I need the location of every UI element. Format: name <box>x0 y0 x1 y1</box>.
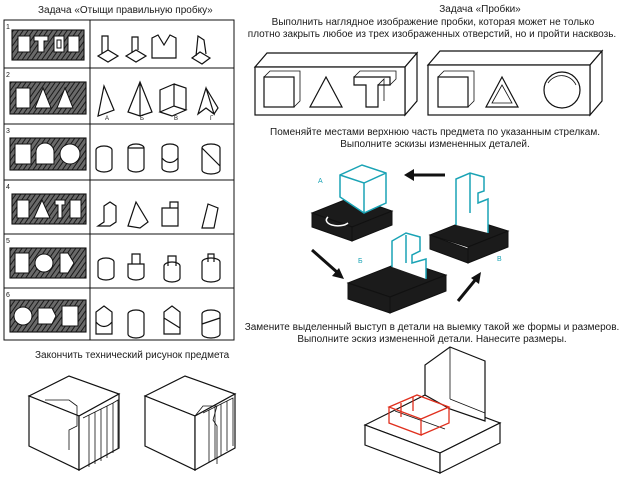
option-shape <box>96 35 120 63</box>
plate-left <box>253 51 419 117</box>
row-4 <box>11 193 219 229</box>
task1-title: Задача «Отыщи правильную пробку» <box>38 5 213 16</box>
arrow-down-right-icon <box>311 248 344 279</box>
row-1 <box>11 29 212 65</box>
arrow-left-icon <box>404 169 445 181</box>
row-2 <box>9 80 219 117</box>
cube-left <box>27 375 121 472</box>
cube-sketches <box>27 375 237 472</box>
row-3 <box>9 137 221 175</box>
row-number: 6 <box>6 292 10 299</box>
option-shape <box>96 201 117 227</box>
option-shape <box>201 143 221 175</box>
plate-right <box>426 49 604 117</box>
swap-parts-drawing <box>310 164 510 314</box>
option-letter: В <box>174 116 179 122</box>
task5-title: Закончить технический рисунок предмета <box>35 350 230 361</box>
row-number: 2 <box>6 72 10 79</box>
option-shape <box>190 34 212 65</box>
highlighted-protrusion <box>387 394 451 436</box>
part-label-v: В <box>497 256 502 263</box>
option-shape <box>201 253 221 283</box>
option-shape <box>163 255 181 283</box>
option-shape <box>127 143 145 173</box>
part-a <box>310 164 394 242</box>
option-shape <box>127 80 153 117</box>
protrusion-part <box>363 346 502 474</box>
part-b <box>346 232 448 314</box>
row-5 <box>9 247 221 283</box>
option-shape <box>201 203 219 229</box>
option-shape <box>158 83 188 117</box>
option-shape <box>97 83 115 117</box>
option-shape <box>95 305 113 335</box>
task2-desc-line1: Выполнить наглядное изображение пробки, … <box>271 17 595 28</box>
option-letter: Б <box>140 116 144 122</box>
option-shape <box>161 201 179 227</box>
option-letter: А <box>105 116 110 122</box>
cube-right <box>143 375 237 472</box>
option-shape <box>97 257 115 281</box>
task2-desc-line2: плотно закрыть любое из трех изображенны… <box>247 29 617 40</box>
option-shape <box>163 305 181 335</box>
option-shape <box>127 200 149 229</box>
row-number: 1 <box>6 24 10 31</box>
option-shape <box>161 143 179 173</box>
option-shape <box>196 85 219 116</box>
task2-title: Задача «Пробки» <box>439 4 521 15</box>
row-number: 5 <box>6 238 10 245</box>
task4-line2: Выполните эскиз измененной детали. Нанес… <box>297 334 567 345</box>
part-label-a: А <box>318 178 323 185</box>
option-letter: Г <box>210 116 214 122</box>
row-number: 4 <box>6 184 10 191</box>
task3-line2: Выполните эскизы измененных деталей. <box>340 139 530 150</box>
option-shape <box>151 34 177 59</box>
option-shape <box>127 309 145 339</box>
plug-plates <box>253 49 604 117</box>
task4-line1: Замените выделенный выступ в детали на в… <box>244 322 620 333</box>
arrow-up-right-icon <box>456 272 481 302</box>
option-shape <box>124 36 148 63</box>
option-shape <box>201 309 221 339</box>
option-shape <box>127 253 145 281</box>
plug-grid <box>3 19 235 341</box>
part-label-b: Б <box>358 258 363 265</box>
task3-line1: Поменяйте местами верхнюю часть предмета… <box>270 127 600 138</box>
row-number: 3 <box>6 128 10 135</box>
row-6 <box>9 299 221 339</box>
part-v <box>428 172 510 264</box>
option-shape <box>95 145 113 173</box>
